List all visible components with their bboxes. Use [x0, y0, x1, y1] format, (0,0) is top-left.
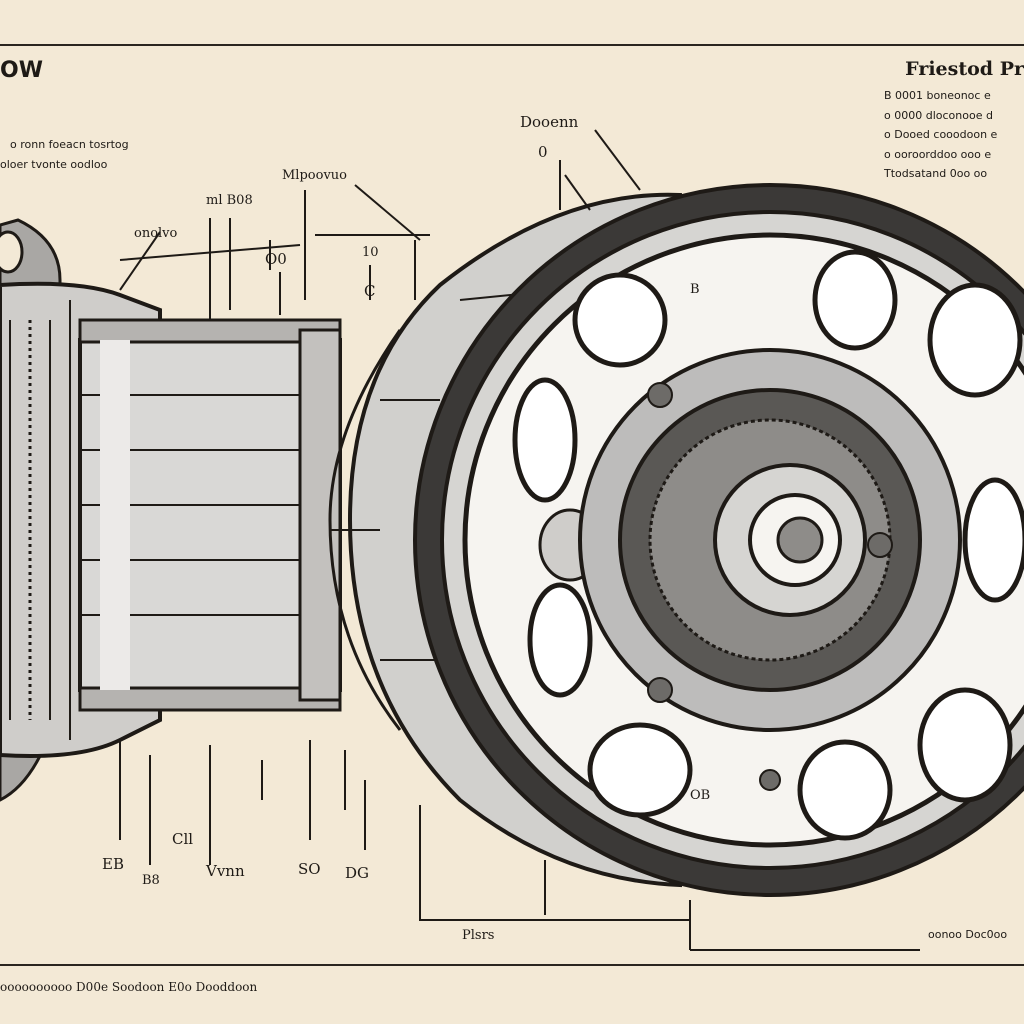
- bottom-border: [0, 964, 1024, 966]
- leader-lines-top: [119, 129, 641, 320]
- callout-top-10: OB: [690, 788, 711, 803]
- wheel-face: [413, 183, 1024, 897]
- leader-lines-bottom: [119, 740, 920, 951]
- callout-bottom-6: DG: [345, 864, 370, 882]
- callout-top-2: ml B08: [206, 193, 253, 208]
- top-border: [0, 44, 1024, 46]
- callout-bottom-4: Vvnn: [206, 862, 245, 880]
- callout-top-7: 0: [538, 143, 548, 161]
- callout-top-4: O0: [265, 250, 287, 268]
- spec-line-2: o 0000 dloconooe d: [884, 109, 993, 122]
- title-right: Friestod Pr: [905, 58, 1024, 80]
- spec-line-3: o Dooed cooodoon e: [884, 128, 998, 141]
- cylinder-body: [78, 318, 342, 712]
- callout-bottom-5: SO: [298, 860, 321, 878]
- spec-line-1: B 0001 boneonoc e: [884, 89, 991, 102]
- callout-top-6: Dooenn: [520, 113, 579, 131]
- callout-bottom-2: B8: [142, 873, 160, 888]
- callout-top-5: 10: [362, 245, 379, 260]
- spec-line-4: o ooroorddoo ooo e: [884, 148, 992, 161]
- note-line-1: o ronn foeacn tosrtog: [10, 138, 129, 151]
- footer-caption: oooooooooo D00e Soodoon E0o Dooddoon: [0, 980, 258, 994]
- callout-bottom-3: Cll: [172, 830, 194, 848]
- spec-line-5: Ttodsatand 0oo oo: [884, 167, 988, 180]
- note-line-2: oloer tvonte oodloo: [0, 158, 108, 171]
- callout-top-1: onolvo: [134, 226, 178, 241]
- callout-bottom-1: EB: [102, 855, 124, 873]
- callout-bottom-8: oonoo Doc0oo: [928, 928, 1008, 941]
- callout-top-9: B: [690, 282, 700, 297]
- title-left: OW: [0, 58, 43, 83]
- callout-top-3: Mlpoovuo: [282, 168, 347, 183]
- callout-top-8: C: [364, 282, 376, 300]
- callout-bottom-7: Plsrs: [462, 928, 495, 943]
